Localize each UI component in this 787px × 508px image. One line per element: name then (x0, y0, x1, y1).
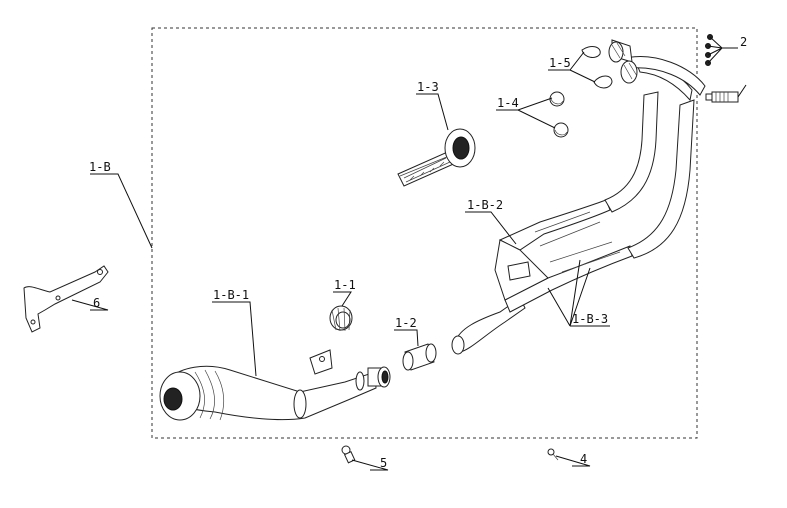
oxygen-sensor-part (705, 84, 747, 103)
clamp-part (329, 305, 353, 332)
label-1-3: 1-3 (417, 80, 439, 94)
label-1-2: 1-2 (395, 316, 417, 330)
label-2: 2 (740, 35, 747, 49)
label-1-1: 1-1 (334, 278, 356, 292)
sensor-bolts-part (705, 34, 738, 66)
leader-lines (71, 51, 610, 471)
screw-part (547, 448, 559, 461)
label-1-B-2: 1-B-2 (467, 198, 503, 212)
assembly-boundary (151, 27, 698, 439)
label-1-B: 1-B (89, 160, 111, 174)
header-pipe-part (451, 39, 706, 355)
heat-wrap-part (397, 128, 476, 187)
muffler-part (159, 349, 391, 421)
gasket-sleeve-part (402, 343, 437, 371)
label-1-B-1: 1-B-1 (213, 288, 249, 302)
bracket-part (23, 265, 109, 333)
label-5: 5 (380, 456, 387, 470)
nut-part (549, 91, 569, 138)
exhaust-gasket-part (581, 46, 613, 89)
label-4: 4 (580, 452, 587, 466)
label-1-5: 1-5 (549, 56, 571, 70)
label-1-B-3: 1-B-3 (572, 312, 608, 326)
label-1-4: 1-4 (497, 96, 519, 110)
label-6: 6 (93, 296, 100, 310)
